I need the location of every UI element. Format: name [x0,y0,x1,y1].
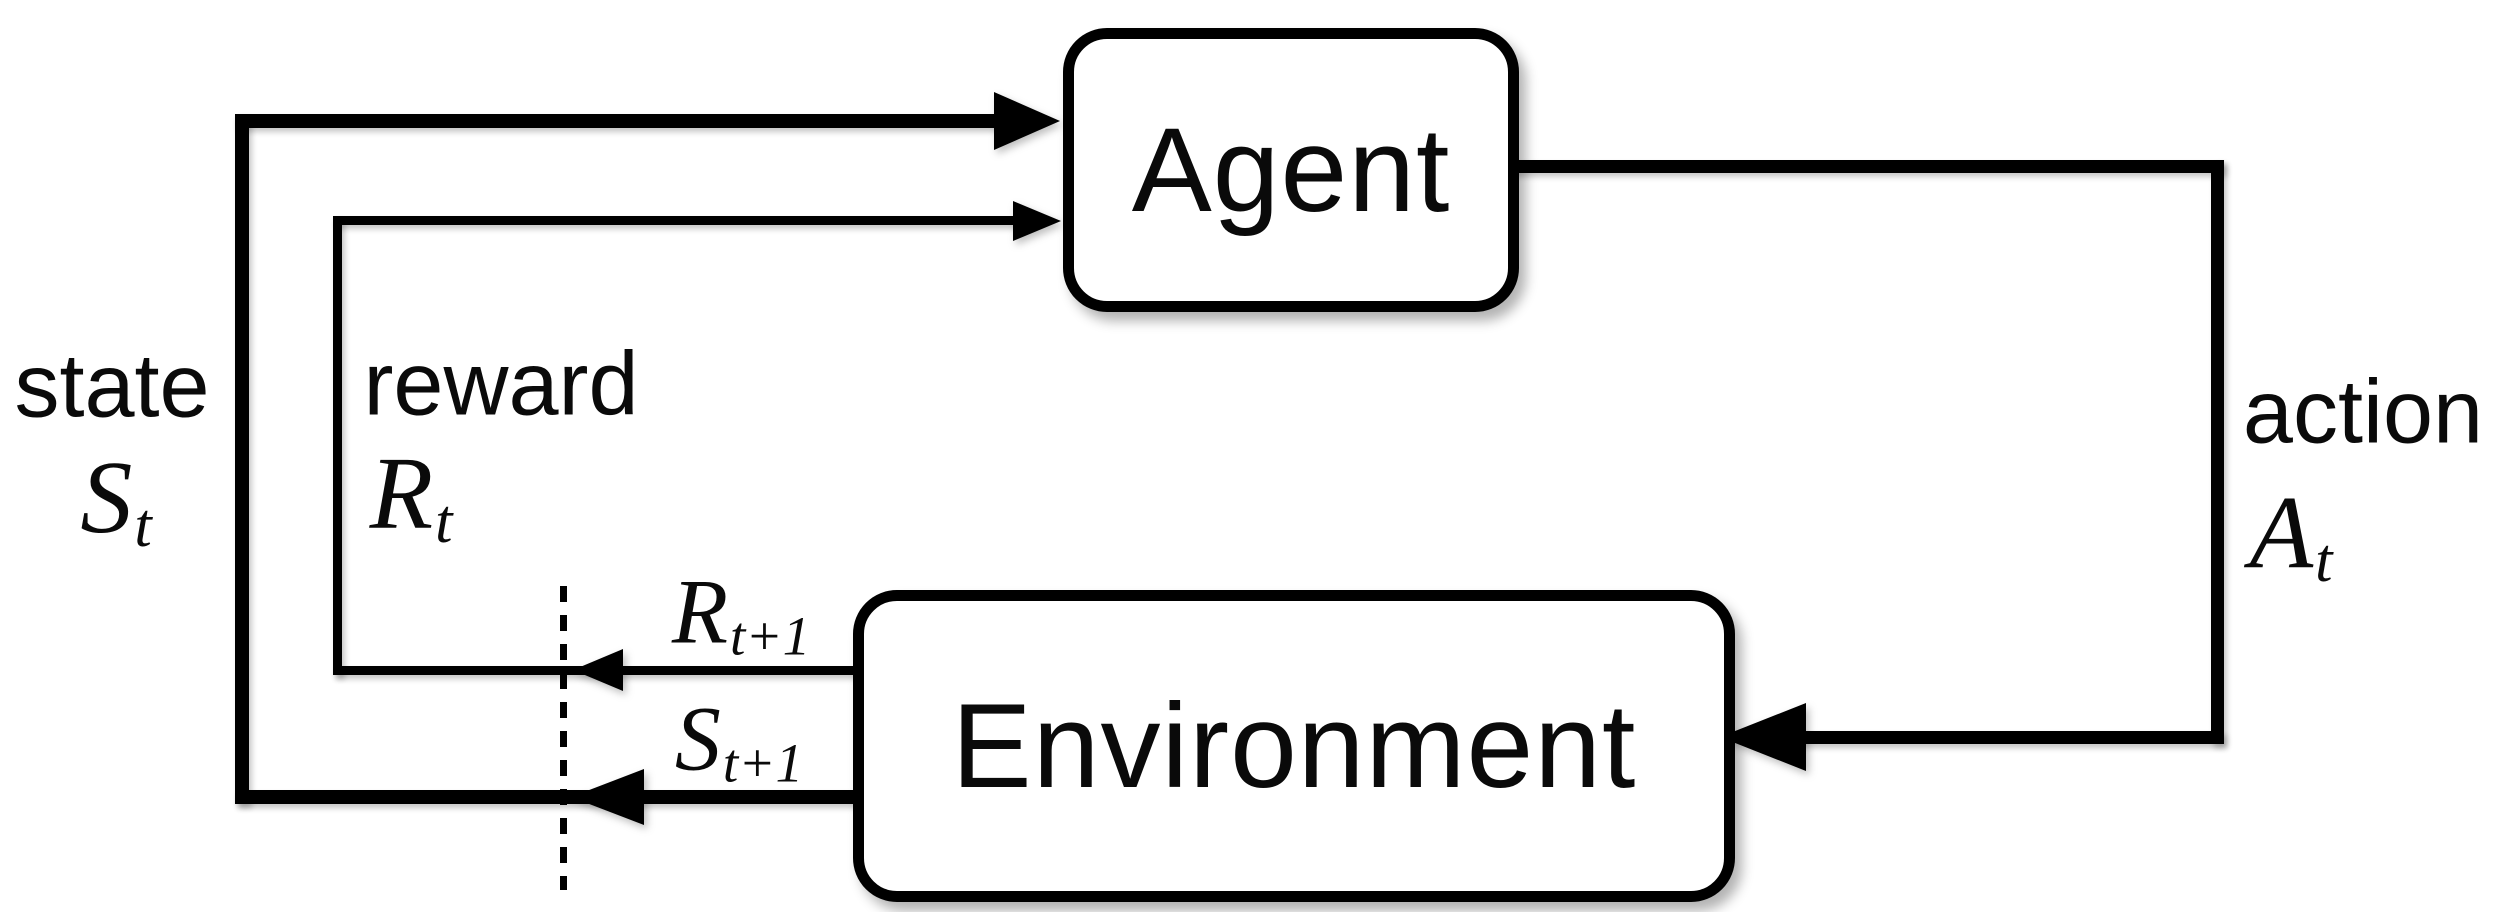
time-step-boundary-dashed-line [560,586,567,890]
reward-arrowhead-icon [1013,201,1064,241]
reward-arrow-left-segment [333,216,342,675]
environment-node-label: Environment [951,679,1637,813]
next-reward-arrowhead-icon [570,649,623,691]
state-arrowhead-icon [994,92,1063,150]
action-arrow-bottom-segment [1780,731,2224,744]
next-state-symbol-label: St+1 [674,687,804,794]
state-symbol-label: St [80,440,152,560]
next-state-arrowhead-icon [568,769,644,825]
reward-word-label: reward [363,334,639,435]
action-arrow-top-segment [1497,160,2224,173]
action-arrow-right-segment [2211,160,2224,744]
state-word-label: state [14,336,210,437]
agent-node: Agent [1063,28,1519,312]
action-word-label: action [2242,362,2484,463]
state-arrow-bottom-segment [235,790,860,804]
agent-node-label: Agent [1131,103,1451,237]
next-reward-symbol-label: Rt+1 [671,560,811,667]
reward-symbol-label: Rt [369,436,453,556]
state-arrow-left-segment [235,114,249,804]
reward-arrow-top-segment [333,216,1014,225]
environment-node: Environment [853,590,1735,902]
action-symbol-label: At [2249,475,2333,595]
state-arrow-top-segment [235,114,995,128]
